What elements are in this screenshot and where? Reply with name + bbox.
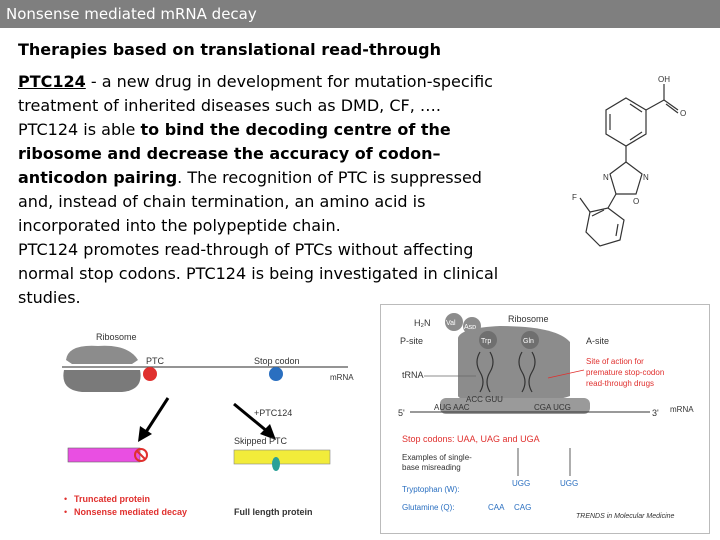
- stop-codons-label: Stop codons: UAA, UAG and UGA: [402, 434, 540, 444]
- ptc-label: PTC: [146, 356, 165, 366]
- p-site-trna: [476, 351, 494, 393]
- examples-label-1: Examples of single-: [402, 453, 472, 462]
- caa-label: CAA: [488, 503, 505, 512]
- mechanism-start: PTC124 is able: [18, 120, 141, 139]
- arrow-left-head: [138, 426, 152, 442]
- ptc-marker: [143, 367, 157, 381]
- ribosome-large-subunit: [66, 345, 138, 364]
- arrow-left: [144, 397, 170, 433]
- bullet-1: •: [64, 494, 67, 504]
- o-label: O: [680, 109, 686, 118]
- three-prime-label: 3': [652, 408, 659, 418]
- val-residue: [445, 313, 463, 331]
- oh-label: OH: [658, 75, 670, 84]
- stop-codon-marker: [269, 367, 283, 381]
- val-label: Val: [446, 320, 456, 327]
- f-label: F: [572, 193, 577, 202]
- bullet-2: •: [64, 507, 67, 517]
- credit-label: TRENDS in Molecular Medicine: [576, 513, 675, 520]
- site-action-3: read-through drugs: [586, 379, 654, 388]
- cga-ucg-label: CGA UCG: [534, 403, 571, 412]
- full-length-label: Full length protein: [234, 507, 313, 517]
- slide-title-bar: Nonsense mediated mRNA decay: [0, 0, 720, 28]
- trp-label: Trp: [481, 338, 491, 345]
- decoding-diagram-svg: H₂N Val Asp Ribosome Trp Gln P-site A-si…: [380, 304, 710, 534]
- truncated-protein-bar: [67, 447, 141, 463]
- ribosome-body: [458, 326, 570, 402]
- trp-residue: [479, 331, 497, 349]
- n2-label: N: [643, 173, 649, 182]
- site-action-pointer: [547, 369, 585, 379]
- gln-residue: [521, 331, 539, 349]
- aug-aac-label: AUG AAC: [434, 403, 470, 412]
- mrna-label: mRNA: [670, 405, 694, 414]
- mechanism-end: . The recognition of PTC is suppressed a…: [18, 168, 482, 235]
- n1-label: N: [603, 173, 609, 182]
- paragraph-intro: PTC124 - a new drug in development for m…: [18, 70, 518, 118]
- o2-label: O: [633, 197, 639, 206]
- gln-label: Gln: [523, 338, 534, 345]
- tryptophan-label: Tryptophan (W):: [402, 485, 460, 494]
- truncated-label: Truncated protein: [74, 494, 150, 504]
- site-action-2: premature stop-codon: [586, 368, 664, 377]
- ugg-1: UGG: [512, 479, 530, 488]
- ribosome-label: Ribosome: [508, 314, 549, 324]
- arrow-right: [233, 402, 269, 434]
- trna-label: tRNA: [402, 370, 424, 380]
- skipped-label: Skipped PTC: [234, 436, 288, 446]
- intro-text: - a new drug in development for mutation…: [18, 72, 493, 115]
- no-symbol-slash: [136, 450, 146, 460]
- ribosome-small-subunit: [63, 370, 141, 392]
- five-prime-label: 5': [398, 408, 405, 418]
- drug-name: PTC124: [18, 72, 86, 91]
- ptc-diagram: Ribosome PTC Stop codon mRNA +PTC124 Ski…: [58, 328, 370, 526]
- ribosome-lower: [440, 398, 590, 414]
- ribosome-label: Ribosome: [96, 332, 137, 342]
- skipped-ptc-marker: [272, 457, 280, 471]
- site-action-1: Site of action for: [586, 357, 644, 366]
- drug-label: +PTC124: [254, 408, 292, 418]
- examples-label-2: base misreading: [402, 463, 461, 472]
- mrna-label: mRNA: [330, 373, 354, 382]
- glutamine-label: Glutamine (Q):: [402, 503, 454, 512]
- ugg-2: UGG: [560, 479, 578, 488]
- psite-label: P-site: [400, 336, 423, 346]
- ptc124-structure-svg: OH O N N O F: [572, 75, 686, 247]
- slide-heading: Therapies based on translational read-th…: [18, 40, 442, 59]
- decoding-diagram: H₂N Val Asp Ribosome Trp Gln P-site A-si…: [380, 304, 710, 534]
- paragraph-mechanism: PTC124 is able to bind the decoding cent…: [18, 118, 518, 238]
- no-symbol-icon: [134, 448, 148, 462]
- slide-title: Nonsense mediated mRNA decay: [6, 5, 257, 23]
- paragraph-readthrough: PTC124 promotes read-through of PTCs wit…: [18, 240, 499, 307]
- asite-label: A-site: [586, 336, 609, 346]
- arrow-right-head: [260, 424, 276, 440]
- ptc-diagram-svg: Ribosome PTC Stop codon mRNA +PTC124 Ski…: [58, 328, 370, 526]
- cag-label: CAG: [514, 503, 531, 512]
- acc-guu-label: ACC GUU: [466, 395, 503, 404]
- h2n-label: H₂N: [414, 318, 431, 328]
- a-site-trna: [518, 351, 536, 393]
- full-length-protein-bar: [233, 449, 331, 465]
- nmd-label: Nonsense mediated decay: [74, 507, 187, 517]
- asp-label: Asp: [464, 324, 476, 331]
- slide-body: PTC124 - a new drug in development for m…: [18, 70, 518, 310]
- stop-codon-label: Stop codon: [254, 356, 300, 366]
- ptc124-structure: OH O N N O F: [560, 70, 710, 270]
- mechanism-bold: to bind the decoding centre of the ribos…: [18, 120, 451, 187]
